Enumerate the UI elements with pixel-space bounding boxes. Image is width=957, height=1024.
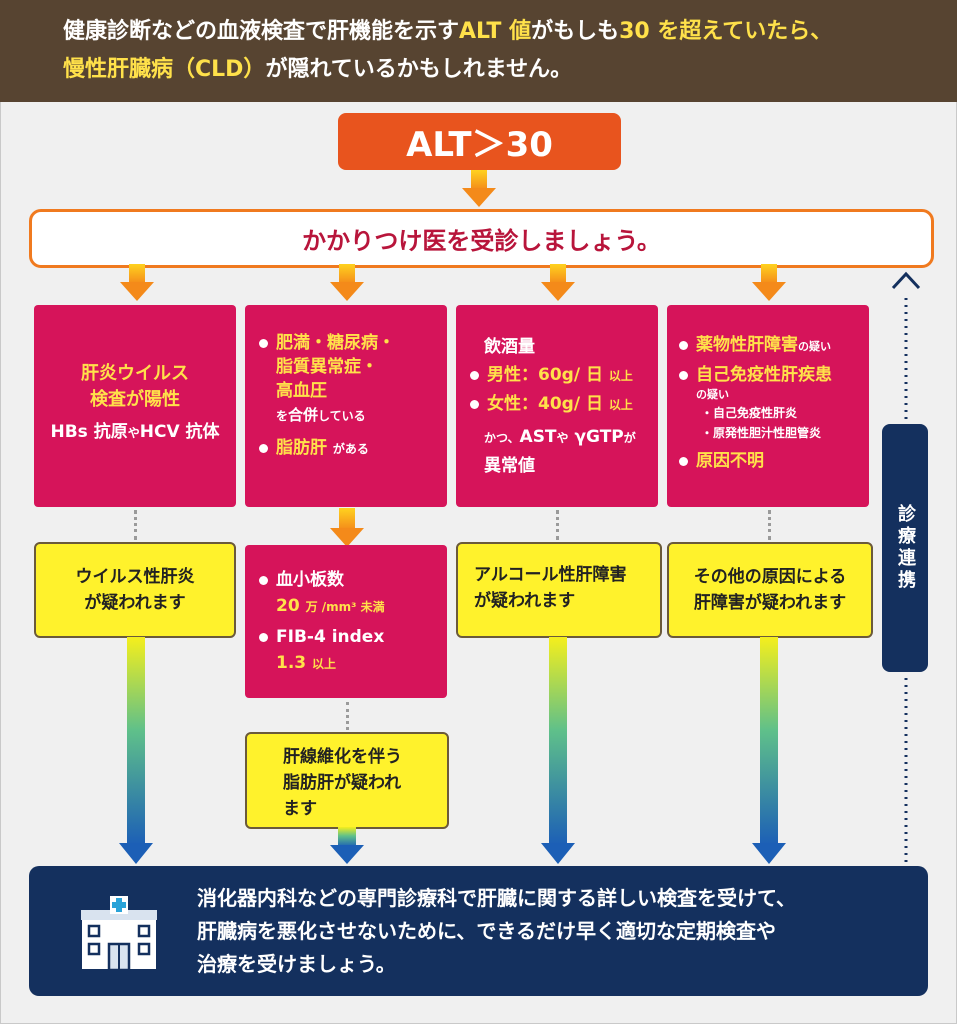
viral-hepatitis-result-box: ウイルス性肝炎 が疑われます [34,542,236,638]
arrow-down-icon [120,264,154,301]
dotted-connector [134,510,137,540]
referral-text: 消化器内科などの専門診療科で肝臓に関する詳しい検査を受けて、 肝臓病を悪化させな… [197,886,796,976]
fibrosis-criteria-box: 血小板数 20 万 /mm³ 未満 FIB-4 index 1.3 以上 [245,545,447,698]
fatty-liver-fibrosis-result-box: 肝線維化を伴う 脂肪肝が疑われ ます [245,732,449,829]
visit-doctor-box: かかりつけ医を受診しましょう。 [29,209,934,268]
bullet-icon [470,400,479,409]
visit-label: かかりつけ医を受診しましょう。 [302,227,661,255]
header-highlight-alt: ALT 値 [459,19,532,44]
arrow-down-icon [752,264,786,301]
other-causes-result-box: その他の原因による 肝障害が疑われます [667,542,873,638]
alt-threshold-box: ALT＞30 [338,113,621,170]
header-line-2: 慢性肝臓病（CLD）が隠れているかもしれません。 [63,57,573,82]
arrow-down-icon [330,827,364,864]
bullet-icon [259,576,268,585]
hospital-icon [80,896,158,972]
header-banner: 健康診断などの血液検査で肝機能を示すALT 値がもしも30 を超えていたら、 慢… [0,0,957,102]
other-causes-criteria-box: 薬物性肝障害の疑い 自己免疫性肝疾患 の疑い ・自己免疫性肝炎 ・原発性胆汁性胆… [667,305,869,507]
header-line-1: 健康診断などの血液検査で肝機能を示すALT 値がもしも30 を超えていたら、 [63,19,833,44]
arrow-down-icon [752,637,786,864]
dotted-connector [556,510,559,540]
bullet-icon [679,341,688,350]
fatty-liver-criteria-box: 肥満・糖尿病・ 脂質異常症・ 高血圧 を合併している 脂肪肝 がある [245,305,447,507]
specialist-referral-box: 消化器内科などの専門診療科で肝臓に関する詳しい検査を受けて、 肝臓病を悪化させな… [29,866,928,996]
header-highlight-cld: 慢性肝臓病（CLD） [63,57,266,82]
alcohol-result-box: アルコール性肝障害 が疑われます [456,542,662,638]
bullet-icon [259,633,268,642]
bullet-icon [470,371,479,380]
arrow-down-icon [330,508,364,547]
dotted-connector [904,678,908,864]
bullet-icon [679,457,688,466]
alcohol-criteria-box: 飲酒量 男性：60g/ 日 以上 女性：40g/ 日 以上 かつ、ASTや γG… [456,305,658,507]
alt-label: ALT＞30 [406,125,553,165]
clinical-cooperation-label: 診療連携 [882,424,928,672]
arrow-down-icon [541,264,575,301]
arrow-down-icon [330,264,364,301]
arrow-down-icon [541,637,575,864]
header-highlight-30: 30 を超えていたら、 [619,19,833,44]
dotted-connector [768,510,771,540]
viral-hepatitis-criteria-box: 肝炎ウイルス 検査が陽性 HBs 抗原やHCV 抗体 [34,305,236,507]
arrow-down-icon [462,170,496,207]
chevron-up-icon [891,271,921,424]
bullet-icon [679,371,688,380]
bullet-icon [259,444,268,453]
dotted-connector [346,702,349,730]
bullet-icon [259,339,268,348]
arrow-down-icon [119,637,153,864]
